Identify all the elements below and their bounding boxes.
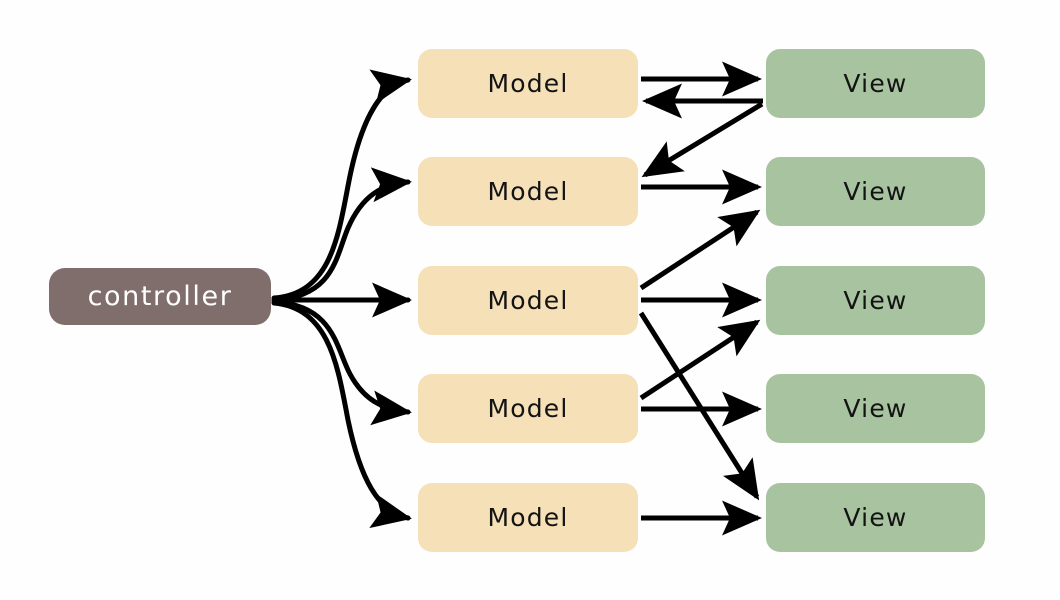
model-node-4[interactable]: Model <box>418 374 638 443</box>
edge-controller-to-model-4 <box>271 299 412 426</box>
view-label: View <box>843 69 908 98</box>
edge-controller-to-model-5 <box>271 300 412 529</box>
model-label: Model <box>487 69 569 98</box>
model-node-2[interactable]: Model <box>418 157 638 226</box>
view-label: View <box>843 177 908 206</box>
view-node-5[interactable]: View <box>766 483 985 552</box>
view-node-2[interactable]: View <box>766 157 985 226</box>
view-node-4[interactable]: View <box>766 374 985 443</box>
view-label: View <box>843 394 908 423</box>
edge-model-3-to-view-5 <box>638 311 760 501</box>
model-label: Model <box>487 177 569 206</box>
edge-model-4-to-view-3 <box>639 319 761 401</box>
view-node-3[interactable]: View <box>766 266 985 335</box>
model-node-1[interactable]: Model <box>418 49 638 118</box>
model-node-5[interactable]: Model <box>418 483 638 552</box>
model-label: Model <box>487 394 569 423</box>
model-label: Model <box>487 503 569 532</box>
view-node-1[interactable]: View <box>766 49 985 118</box>
model-node-3[interactable]: Model <box>418 266 638 335</box>
view-label: View <box>843 503 908 532</box>
edge-view-1-to-model-2 <box>641 101 764 178</box>
model-label: Model <box>487 286 569 315</box>
edge-controller-to-model-2 <box>271 167 412 303</box>
edge-model-3-to-view-2 <box>639 209 761 291</box>
edge-controller-to-model-1 <box>271 69 412 301</box>
view-label: View <box>843 286 908 315</box>
controller-node[interactable]: controller <box>49 268 271 325</box>
controller-label: controller <box>87 281 233 312</box>
